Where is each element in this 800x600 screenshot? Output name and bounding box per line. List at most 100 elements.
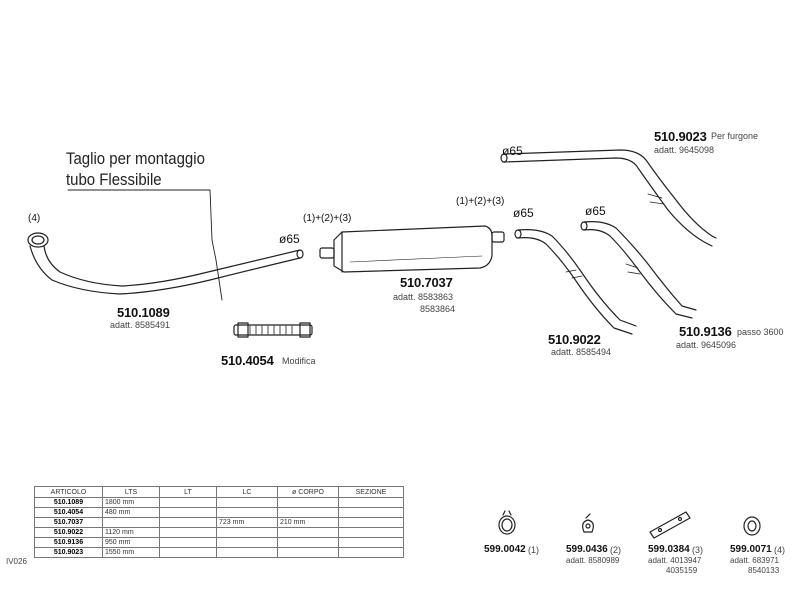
cell [277, 537, 339, 548]
part-adatt: adatt. 9645096 [676, 340, 737, 350]
cell [216, 507, 278, 518]
cell [338, 537, 404, 548]
cell: 950 mm [102, 537, 160, 548]
part-number: 510.9023 [654, 129, 707, 144]
table-row: 510.4054 480 mm [34, 507, 404, 518]
cell: 510.4054 [34, 507, 103, 518]
muffler-510-7037 [319, 225, 505, 273]
cell [159, 527, 217, 538]
cell [159, 547, 217, 558]
cell: 510.9023 [34, 547, 103, 558]
part-adatt: adatt. 8585491 [110, 320, 171, 330]
cell [338, 527, 404, 538]
refs-label: (1)+(2)+(3) [303, 213, 352, 224]
accessory-number: 599.0384 [648, 544, 690, 555]
cell [277, 547, 339, 558]
bracket-strip-icon [649, 511, 691, 539]
cut-line [67, 189, 223, 301]
refs-label: (1)+(2)+(3) [456, 196, 505, 207]
col-header: SEZIONE [338, 486, 404, 498]
rubber-hanger-icon [582, 513, 594, 533]
cell [216, 497, 278, 508]
cell [277, 497, 339, 508]
table-row: 510.1089 1800 mm [34, 497, 404, 508]
diameter-label: ø65 [513, 206, 534, 220]
part-number: 510.1089 [117, 305, 170, 320]
part-adatt: adatt. 8585494 [551, 347, 612, 357]
cell [159, 517, 217, 528]
part-desc: passo 3600 [737, 327, 784, 337]
col-header: ø CORPO [277, 486, 339, 498]
accessory-adatt: 4035159 [666, 566, 698, 575]
table-row: 510.7037 723 mm 210 mm [34, 517, 404, 528]
part-adatt: 8583864 [420, 304, 456, 314]
cell: 723 mm [216, 517, 278, 528]
ref-label: (4) [28, 213, 41, 224]
cut-note-line1: Taglio per montaggio [66, 149, 205, 168]
cell: 510.1089 [34, 497, 103, 508]
cell [216, 527, 278, 538]
clamp-ring-icon [498, 510, 516, 535]
cell: 1120 mm [102, 527, 160, 538]
cell [159, 497, 217, 508]
diameter-label: ø65 [279, 232, 300, 246]
diameter-label: ø65 [502, 144, 523, 158]
cell [159, 507, 217, 518]
table-row: 510.9136 950 mm [34, 537, 404, 548]
accessory-ref: (3) [692, 545, 703, 555]
part-number: 510.4054 [221, 353, 274, 368]
col-header: LTS [102, 486, 160, 498]
cell [338, 547, 404, 558]
cell [159, 537, 217, 548]
front-pipe-510-1089 [27, 232, 304, 295]
cell: 1800 mm [102, 497, 160, 508]
cell [216, 547, 278, 558]
accessory-number: 599.0071 [730, 544, 772, 555]
flex-pipe-510-4054 [233, 322, 313, 338]
accessory-ref: (2) [610, 545, 621, 555]
tail-pipe-510-9023 [500, 149, 717, 247]
catalog-code: IV026 [6, 557, 27, 566]
col-header: LT [159, 486, 217, 498]
cell: 510.9136 [34, 537, 103, 548]
tail-pipe-510-9136 [580, 221, 697, 319]
cell [102, 517, 160, 528]
part-number: 510.9022 [548, 332, 601, 347]
col-header: ARTICOLO [34, 486, 103, 498]
gasket-ring-icon [743, 516, 761, 536]
part-number: 510.9136 [679, 324, 732, 339]
table-row: 510.9023 1550 mm [34, 547, 404, 558]
cell [216, 537, 278, 548]
cell: 1550 mm [102, 547, 160, 558]
part-adatt: adatt. 8583863 [393, 292, 454, 302]
cell [338, 497, 404, 508]
cell: 510.9022 [34, 527, 103, 538]
cell [277, 527, 339, 538]
cell: 510.7037 [34, 517, 103, 528]
accessory-ref: (1) [528, 545, 539, 555]
table-header-row: ARTICOLO LTS LT LC ø CORPO SEZIONE [34, 486, 404, 498]
col-header: LC [216, 486, 278, 498]
cut-note-line2: tubo Flessibile [66, 170, 162, 189]
accessory-number: 599.0042 [484, 544, 526, 555]
accessory-number: 599.0436 [566, 544, 608, 555]
tail-pipe-510-9022 [514, 229, 637, 335]
cell: 480 mm [102, 507, 160, 518]
part-adatt: adatt. 9645098 [654, 145, 715, 155]
cell: 210 mm [277, 517, 339, 528]
accessory-adatt: adatt. 683971 [730, 556, 779, 565]
cell [338, 517, 404, 528]
accessory-adatt: 8540133 [748, 566, 780, 575]
diameter-label: ø65 [585, 204, 606, 218]
spec-table: ARTICOLO LTS LT LC ø CORPO SEZIONE 510.1… [34, 486, 404, 558]
accessory-ref: (4) [774, 545, 785, 555]
cell [338, 507, 404, 518]
part-desc: Modifica [282, 356, 316, 366]
part-number: 510.7037 [400, 275, 453, 290]
cell [277, 507, 339, 518]
accessory-adatt: adatt. 8580989 [566, 556, 620, 565]
part-desc: Per furgone [711, 131, 759, 141]
accessory-adatt: adatt. 4013947 [648, 556, 702, 565]
table-row: 510.9022 1120 mm [34, 527, 404, 538]
